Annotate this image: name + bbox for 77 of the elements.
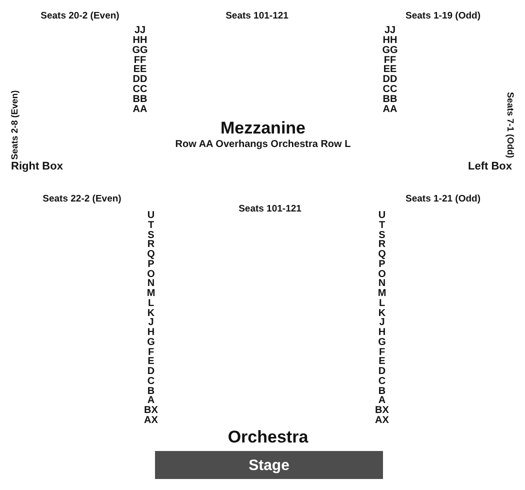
seat-range-label: Seats 2-8 (Even) [10,90,20,160]
row-letter: JJ [384,26,396,36]
row-letter: GG [382,46,398,56]
seat-range-label: Seats 1-19 (Odd) [406,11,480,21]
row-letter: S [148,230,154,240]
row-letter: N [147,279,155,290]
row-letter: HH [382,36,398,46]
row-letter: AA [382,104,398,115]
row-letter: C [378,376,386,387]
row-letter: J [379,318,385,328]
row-letter: U [378,211,386,221]
row-letter: K [147,308,155,318]
row-letter: BB [382,94,398,105]
row-letter: B [378,386,386,396]
row-letter: T [378,220,386,231]
row-letter: EE [133,65,147,76]
row-letter: R [378,240,386,250]
section-title: Mezzanine [220,120,306,136]
row-letter: O [378,270,386,280]
section-title: Orchestra [228,428,308,446]
row-letter: A [378,396,386,406]
row-letter: A [147,396,155,406]
stage-label: Stage [248,458,290,472]
row-letter: F [378,348,386,358]
row-letter: H [147,328,155,338]
row-letter: DD [382,75,398,86]
row-letter: DD [132,75,148,86]
row-letter: L [378,298,386,309]
row-letter: R [147,240,155,250]
row-letter: BX [144,406,158,416]
seat-range-label: Seats 101-121 [226,11,288,21]
row-letter: FF [134,56,146,66]
row-letter: U [147,211,155,221]
stage-area [155,451,383,479]
row-letter: D [378,367,386,377]
row-letter: G [147,338,155,348]
row-letter: L [148,298,154,309]
row-letter: AA [132,104,148,115]
row-letter: HH [132,36,148,46]
row-letter: GG [132,46,148,56]
row-letter: O [147,270,155,280]
row-letter: CC [382,85,398,96]
row-letter: N [378,279,386,290]
row-letter: T [148,220,154,231]
row-letter: G [378,338,386,348]
row-letter: H [378,328,386,338]
row-letter: E [378,357,386,368]
seat-range-label: Seats 1-21 (Odd) [406,194,480,204]
row-letter: F [148,348,154,358]
box-label: Right Box [11,162,63,172]
row-letter: M [146,289,156,299]
row-letter: P [378,260,386,270]
row-letter: BX [375,406,389,416]
box-label: Left Box [468,162,512,172]
seat-range-label: Seats 101-121 [238,204,302,214]
row-letter: M [378,289,386,299]
seat-range-label: Seats 20-2 (Even) [40,11,120,21]
row-letter: JJ [134,26,146,36]
row-letter: CC [132,85,148,96]
row-letter: E [148,357,154,368]
section-note: Row AA Overhangs Orchestra Row L [175,140,351,150]
row-letter: Q [147,250,155,260]
row-letter: AX [375,416,389,426]
row-letter: EE [383,65,397,76]
row-letter: J [148,318,154,328]
row-letter: S [378,230,386,240]
row-letter: C [147,376,155,387]
row-letter: P [148,260,154,270]
row-letter: AX [144,416,158,426]
seat-range-label: Seats 22-2 (Even) [42,194,122,204]
row-letter: FF [384,56,396,66]
seat-range-label: Seats 7-1 (Odd) [506,92,514,158]
row-letter: B [147,386,155,396]
row-letter: BB [132,94,148,105]
row-letter: D [147,367,155,377]
row-letter: Q [378,250,386,260]
row-letter: K [378,308,386,318]
